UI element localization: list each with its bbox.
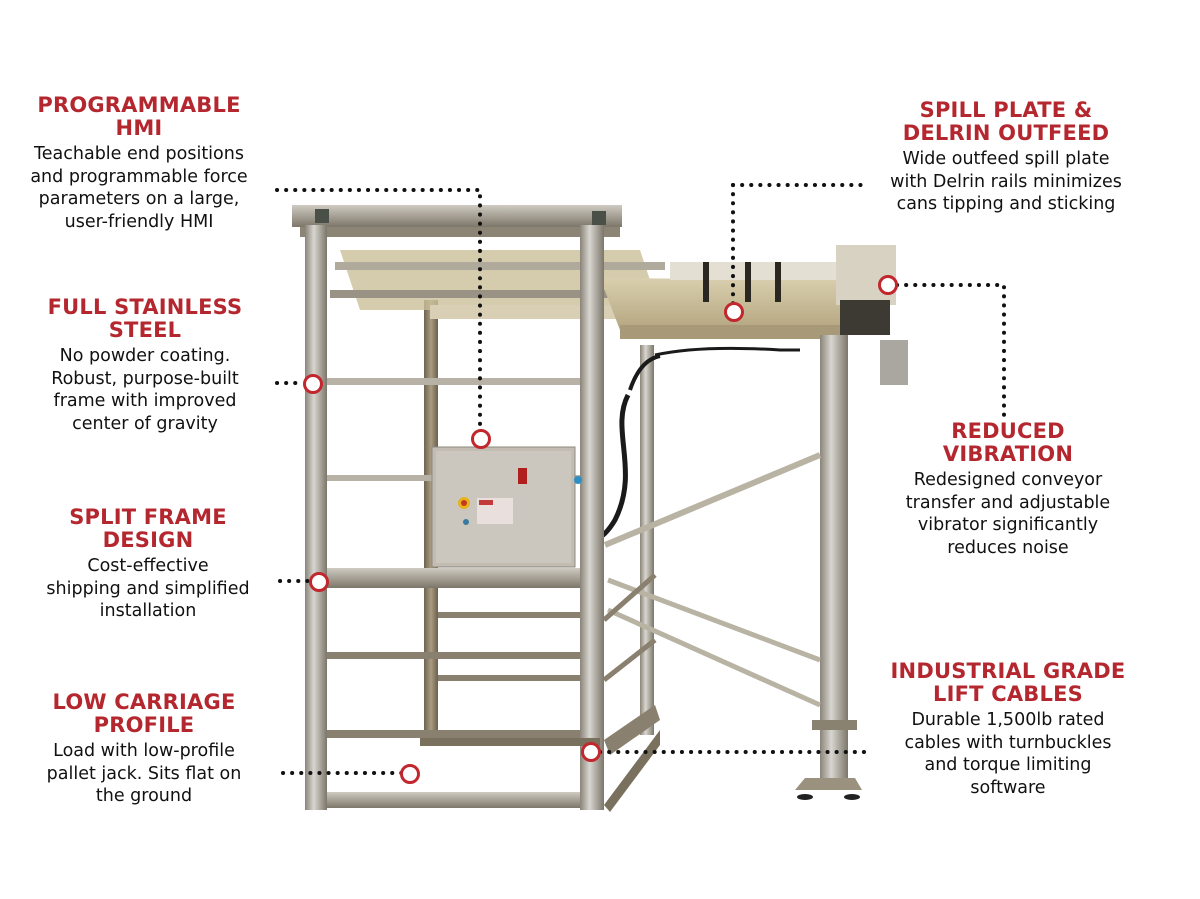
title-line: FULL STAINLESS <box>47 295 243 319</box>
marker-split-frame[interactable] <box>309 572 329 592</box>
callout-spill-plate-delrin-outfeed: SPILL PLATE &DELRIN OUTFEED Wide outfeed… <box>858 99 1154 216</box>
title-line: VIBRATION <box>942 442 1074 466</box>
title-line: DESIGN <box>102 528 194 552</box>
marker-low-carriage[interactable] <box>400 764 420 784</box>
title-line: PROGRAMMABLE <box>37 93 241 117</box>
marker-spill-plate[interactable] <box>724 302 744 322</box>
title-line: STEEL <box>108 318 182 342</box>
title-line: PROFILE <box>93 713 195 737</box>
marker-vibration[interactable] <box>878 275 898 295</box>
marker-lift-cables[interactable] <box>581 742 601 762</box>
callout-title: SPILL PLATE &DELRIN OUTFEED <box>858 99 1154 145</box>
title-line: HMI <box>115 116 163 140</box>
marker-stainless[interactable] <box>303 374 323 394</box>
title-line: SPLIT FRAME <box>69 505 227 529</box>
title-line: LOW CARRIAGE <box>52 690 236 714</box>
title-line: INDUSTRIAL GRADE <box>890 659 1126 683</box>
title-line: DELRIN OUTFEED <box>902 121 1110 145</box>
title-line: REDUCED <box>951 419 1065 443</box>
marker-hmi[interactable] <box>471 429 491 449</box>
title-line: SPILL PLATE & <box>919 98 1093 122</box>
title-line: LIFT CABLES <box>933 682 1083 706</box>
